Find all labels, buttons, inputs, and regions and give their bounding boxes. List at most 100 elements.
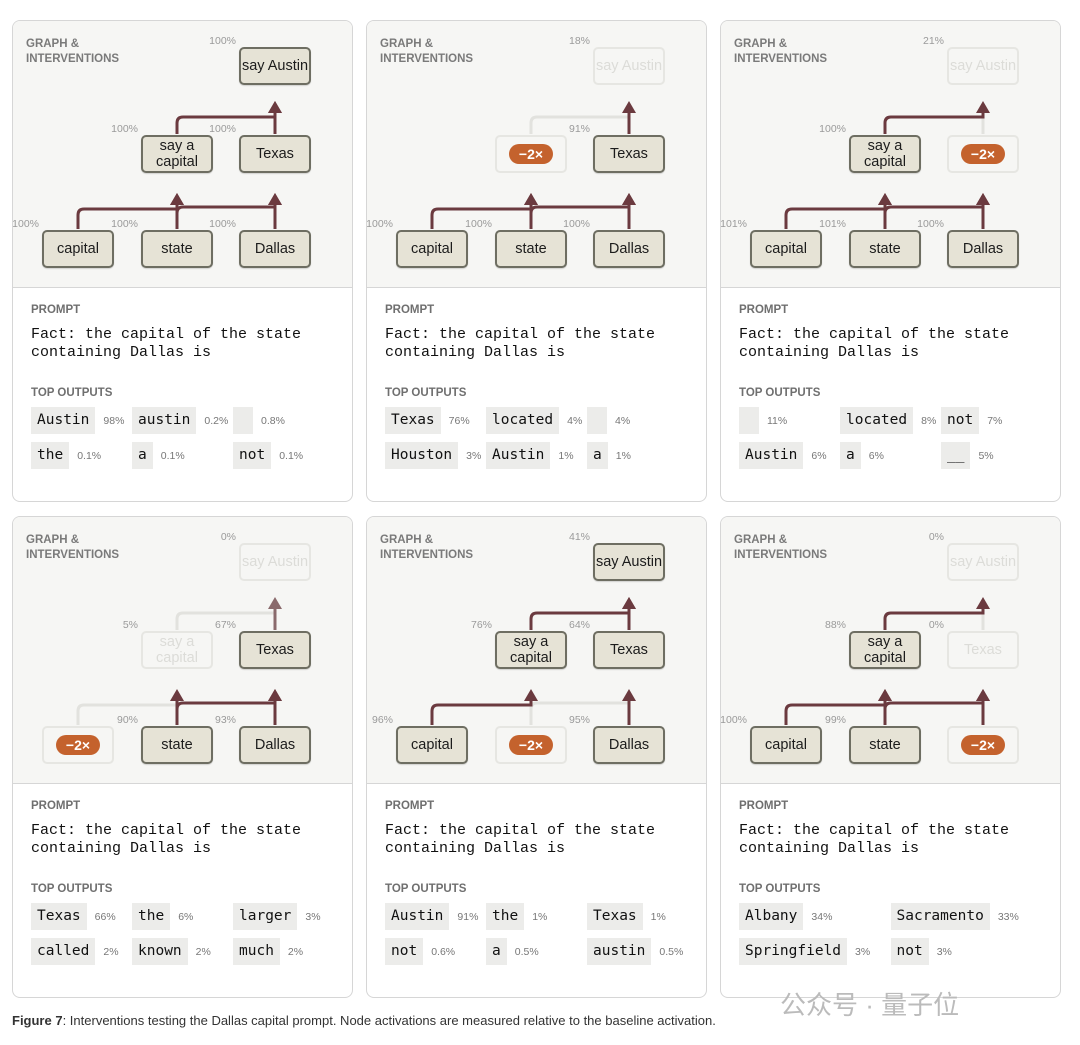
- prompt-label: PROMPT: [739, 304, 789, 316]
- node-label: Dallas: [254, 241, 296, 257]
- output-token: Sacramento: [890, 903, 990, 930]
- node-label: Dallas: [608, 241, 650, 257]
- activation-percent: 64%: [568, 619, 590, 631]
- node-capital[interactable]: capital: [396, 726, 468, 764]
- output-probability: 3%: [466, 449, 482, 462]
- node-dallas[interactable]: Dallas: [239, 726, 311, 764]
- node-state[interactable]: state: [849, 726, 921, 764]
- node-sayaustin[interactable]: say Austin: [593, 47, 665, 85]
- node-texas[interactable]: Texas: [947, 631, 1019, 669]
- output-item: 0.8%: [233, 407, 334, 434]
- edge-sac_sa: [883, 601, 985, 630]
- output-probability: 91%: [457, 910, 479, 923]
- activation-percent: 100%: [12, 218, 39, 230]
- output-probability: 0.5%: [659, 945, 684, 958]
- node-dallas[interactable]: Dallas: [593, 230, 665, 268]
- intervention-badge: −2×: [508, 735, 554, 755]
- prompt-label: PROMPT: [385, 304, 435, 316]
- output-probability: 34%: [811, 910, 833, 923]
- node-label: say Austin: [595, 58, 663, 74]
- node-sayaustin[interactable]: say Austin: [947, 543, 1019, 581]
- node-label: say Austin: [241, 554, 309, 570]
- node-sayaustin[interactable]: say Austin: [947, 47, 1019, 85]
- node-dallas[interactable]: Dallas: [593, 726, 665, 764]
- activation-percent: 100%: [209, 123, 236, 135]
- node-sayacap[interactable]: −2×: [495, 135, 567, 173]
- node-label: capital: [765, 241, 807, 257]
- node-state[interactable]: state: [141, 230, 213, 268]
- node-state[interactable]: state: [141, 726, 213, 764]
- output-probability: 4%: [567, 414, 583, 427]
- output-token: austin: [587, 938, 652, 965]
- graph-edges: [784, 597, 990, 725]
- node-texas[interactable]: Texas: [239, 631, 311, 669]
- top-outputs-label: TOP OUTPUTS: [385, 883, 467, 895]
- node-sayacap[interactable]: say a capital: [849, 135, 921, 173]
- output-token: Albany: [739, 903, 804, 930]
- edge-cap_sac: [76, 197, 179, 229]
- output-token: Austin: [31, 407, 96, 434]
- node-sayaustin[interactable]: say Austin: [593, 543, 665, 581]
- node-capital[interactable]: −2×: [42, 726, 114, 764]
- node-capital[interactable]: capital: [42, 230, 114, 268]
- node-sayacap[interactable]: say a capital: [141, 631, 213, 669]
- node-sayaustin[interactable]: say Austin: [239, 47, 311, 85]
- node-sayaustin[interactable]: say Austin: [239, 543, 311, 581]
- node-capital[interactable]: capital: [750, 726, 822, 764]
- graph-title: GRAPH & INTERVENTIONS: [26, 534, 120, 561]
- output-token: not: [890, 938, 929, 965]
- node-dallas[interactable]: Dallas: [947, 230, 1019, 268]
- node-sayacap[interactable]: say a capital: [849, 631, 921, 669]
- prompt-label: PROMPT: [739, 800, 789, 812]
- node-dallas[interactable]: Dallas: [239, 230, 311, 268]
- activation-percent: 0%: [928, 531, 944, 543]
- node-dallas[interactable]: −2×: [947, 726, 1019, 764]
- graph-edges: [76, 597, 282, 725]
- node-state[interactable]: state: [849, 230, 921, 268]
- node-state[interactable]: −2×: [495, 726, 567, 764]
- node-sayacap[interactable]: say a capital: [495, 631, 567, 669]
- activation-percent: 100%: [366, 218, 393, 230]
- edge-sac_sa: [883, 105, 985, 134]
- node-texas[interactable]: −2×: [947, 135, 1019, 173]
- graph-edges: [76, 101, 282, 229]
- node-capital[interactable]: capital: [396, 230, 468, 268]
- intervention-badge: −2×: [508, 144, 554, 164]
- node-label: state: [869, 737, 901, 753]
- node-state[interactable]: state: [495, 230, 567, 268]
- prompt-text: Fact: the capital of the state containin…: [31, 822, 302, 857]
- node-texas[interactable]: Texas: [593, 631, 665, 669]
- arrowhead-icon: [524, 193, 538, 205]
- node-texas[interactable]: Texas: [239, 135, 311, 173]
- node-sayacap[interactable]: say a capital: [141, 135, 213, 173]
- output-token: Texas: [587, 903, 643, 930]
- output-token: __: [941, 442, 971, 469]
- output-probability: 5%: [978, 449, 994, 462]
- output-probability: 0.2%: [204, 414, 229, 427]
- activation-percent: 99%: [824, 714, 846, 726]
- output-item: austin 0.5%: [587, 938, 688, 965]
- output-probability: 0.1%: [77, 449, 102, 462]
- node-capital[interactable]: capital: [750, 230, 822, 268]
- node-label: say a capital: [510, 634, 552, 666]
- node-texas[interactable]: Texas: [593, 135, 665, 173]
- output-probability: 2%: [287, 945, 304, 958]
- node-label: capital: [411, 241, 453, 257]
- prompt-section: PROMPT Fact: the capital of the state co…: [13, 784, 352, 981]
- arrowhead-icon: [268, 597, 282, 609]
- activation-percent: 100%: [209, 35, 236, 47]
- prompt-text: Fact: the capital of the state containin…: [385, 326, 656, 361]
- node-label: state: [869, 241, 901, 257]
